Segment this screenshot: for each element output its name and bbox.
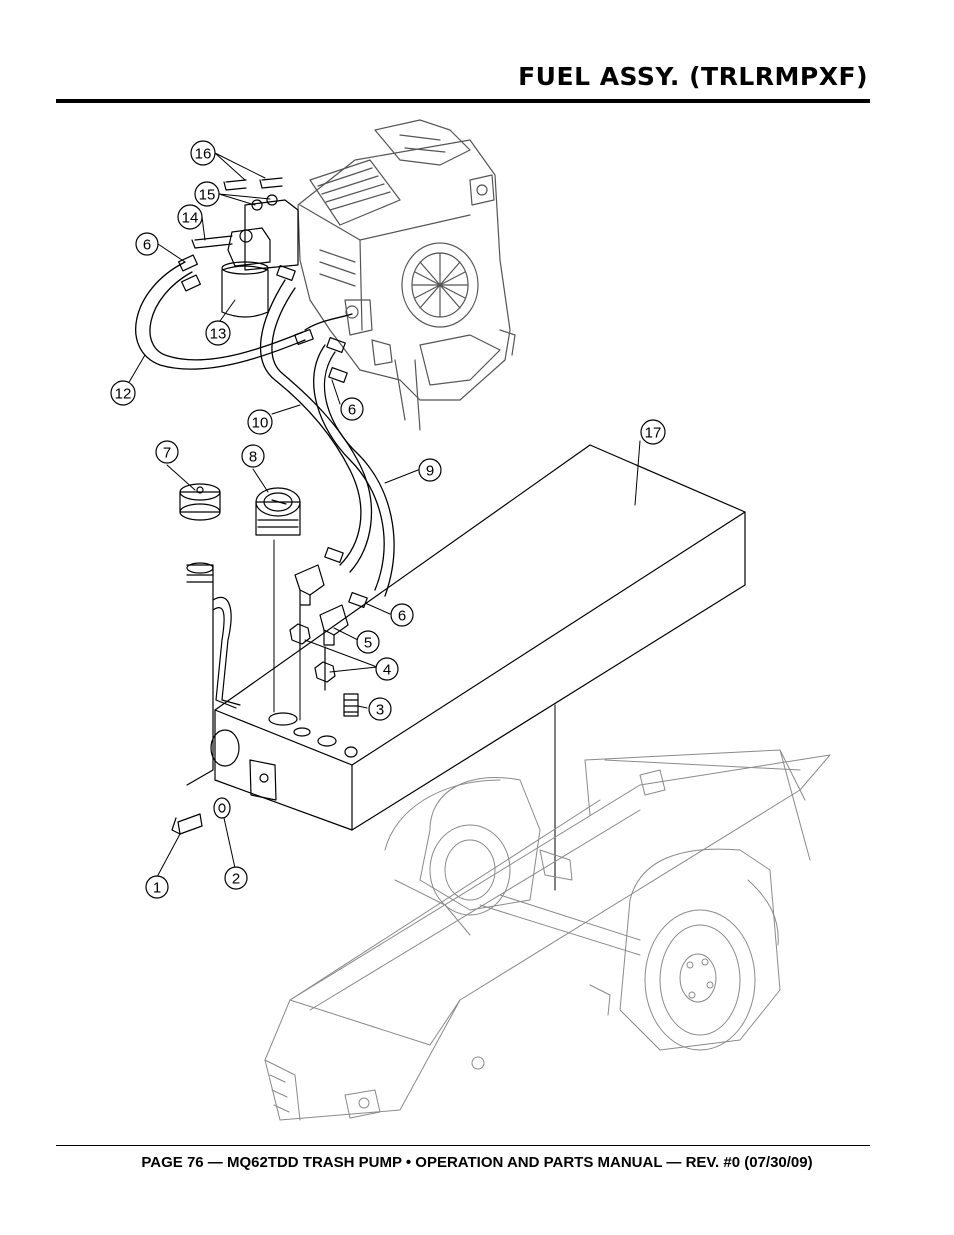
- callout-label-5: 5: [364, 635, 372, 652]
- hose-clamps: [178, 254, 368, 609]
- callouts: [110, 140, 666, 899]
- callout-13: [205, 320, 231, 346]
- callout-5: [356, 630, 380, 654]
- callout-label-10: 10: [252, 415, 269, 432]
- callout-label-6a: 6: [143, 237, 151, 254]
- fuel-fittings: [289, 564, 359, 758]
- page-footer: PAGE 76 — MQ62TDD TRASH PUMP • OPERATION…: [141, 1154, 813, 1171]
- callout-label-6b: 6: [348, 402, 356, 419]
- callout-2: [224, 866, 248, 890]
- callout-15: [194, 181, 220, 207]
- fuel-hoses: [135, 261, 395, 597]
- callout-label-6c: 6: [398, 608, 406, 625]
- callout-6a: [135, 232, 159, 256]
- callout-label-3: 3: [376, 702, 384, 719]
- callout-10: [247, 409, 273, 435]
- callout-label-14: 14: [182, 210, 199, 227]
- callout-label-16: 16: [195, 146, 212, 163]
- callout-6b: [340, 397, 364, 421]
- trailer-illustration: [264, 749, 831, 1121]
- engine-illustration: [297, 119, 516, 431]
- callout-label-17: 17: [645, 425, 662, 442]
- callout-label-4: 4: [383, 662, 391, 679]
- callout-7: [155, 440, 179, 464]
- callout-14: [177, 204, 203, 230]
- page-title: FUEL ASSY. (TRLRMPXF): [518, 62, 868, 91]
- callout-16: [190, 140, 216, 166]
- bolt-and-washer: [171, 797, 231, 835]
- callout-label-13: 13: [210, 326, 227, 343]
- callout-1: [145, 875, 169, 899]
- callout-17: [640, 419, 666, 445]
- leader-lines: [127, 152, 641, 891]
- callout-label-9: 9: [426, 463, 434, 480]
- filler-neck: [179, 483, 301, 786]
- callout-3: [368, 697, 392, 721]
- footer-rule: [56, 1145, 870, 1146]
- callout-4: [375, 657, 399, 681]
- callout-label-15: 15: [199, 187, 216, 204]
- callout-label-7: 7: [163, 445, 171, 462]
- callout-label-2: 2: [232, 871, 240, 888]
- callout-9: [418, 458, 442, 482]
- callout-labels: 1 2 3 4 5 6 6 6 7 8 9 10 12 13 14 15 16 …: [115, 146, 662, 897]
- callout-label-1: 1: [153, 880, 161, 897]
- fuel-tank: [210, 444, 746, 831]
- callout-6c: [390, 603, 414, 627]
- callout-label-8: 8: [249, 449, 257, 466]
- header-rule: [56, 99, 870, 103]
- callout-label-12: 12: [115, 386, 132, 403]
- callout-12: [110, 380, 136, 406]
- fuel-filter-assembly: [191, 177, 299, 318]
- callout-8: [241, 444, 265, 468]
